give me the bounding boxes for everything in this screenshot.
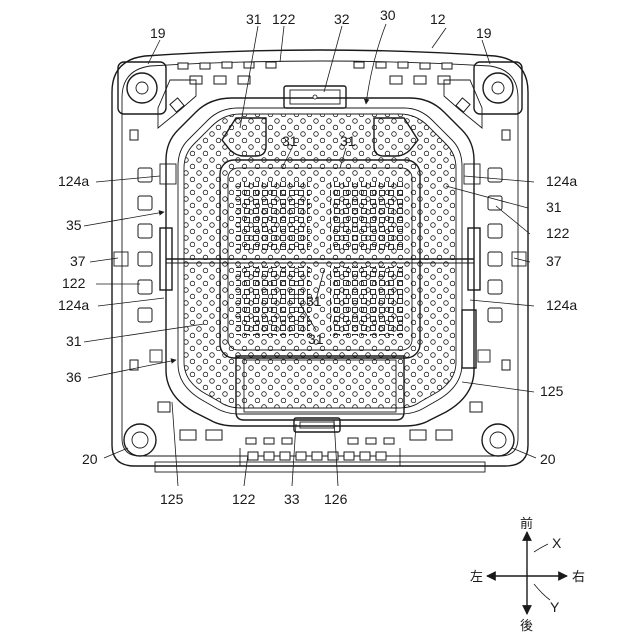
compass-left: 左 [470, 570, 483, 585]
label-20-left: 20 [82, 451, 98, 467]
compass-back: 後 [520, 619, 533, 634]
top-rib-slots [178, 62, 452, 84]
label-124a-right-bottom: 124a [546, 297, 577, 313]
label-32: 32 [334, 11, 350, 27]
label-30: 30 [380, 7, 396, 23]
label-19-left: 19 [150, 25, 166, 41]
compass-x-axis: X [552, 535, 562, 551]
label-122-bottom: 122 [232, 491, 256, 507]
compass-y-axis: Y [550, 599, 560, 615]
label-122-top: 122 [272, 11, 296, 27]
label-31-left: 31 [66, 333, 82, 349]
bottom-rib-slots [180, 430, 452, 460]
direction-compass: 前 後 左 右 X Y [470, 516, 585, 634]
label-124a-left-top: 124a [58, 173, 89, 189]
label-122-right: 122 [546, 225, 570, 241]
label-122-left: 122 [62, 275, 86, 291]
label-125-right: 125 [540, 383, 564, 399]
label-19-right: 19 [476, 25, 492, 41]
label-124a-right-top: 124a [546, 173, 577, 189]
label-31-center-2: 31 [308, 331, 324, 347]
compass-front: 前 [520, 516, 533, 532]
label-31-mid-right: 31 [340, 133, 356, 149]
label-31-mid-left: 31 [282, 133, 298, 149]
label-33: 33 [284, 491, 300, 507]
perforated-filter-region [184, 114, 456, 408]
top-lid-piece [284, 86, 346, 108]
label-37-left: 37 [70, 253, 86, 269]
label-20-right: 20 [540, 451, 556, 467]
label-31-center-1: 31 [306, 293, 322, 309]
label-31-right: 31 [546, 199, 562, 215]
label-36: 36 [66, 369, 82, 385]
label-124a-left-bottom: 124a [58, 297, 89, 313]
label-35: 35 [66, 217, 82, 233]
label-12: 12 [430, 11, 446, 27]
label-125-left: 125 [160, 491, 184, 507]
label-31-top: 31 [246, 11, 262, 27]
compass-right: 右 [572, 570, 585, 585]
label-37-right: 37 [546, 253, 562, 269]
label-126: 126 [324, 491, 348, 507]
